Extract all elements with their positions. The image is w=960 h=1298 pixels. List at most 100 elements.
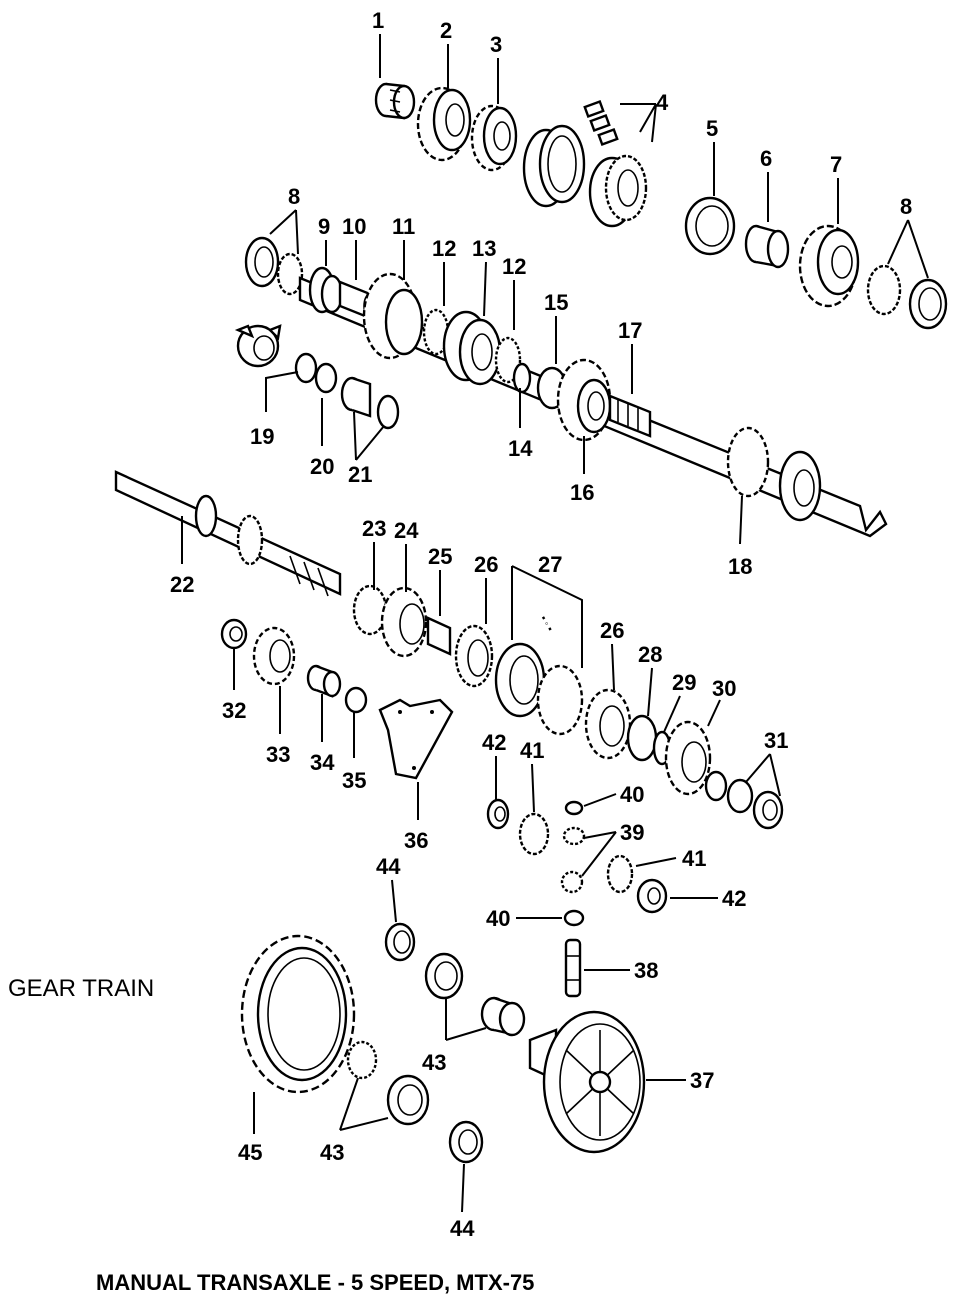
- callout-25: 25: [428, 544, 452, 569]
- part-14-bushing[interactable]: [512, 362, 532, 394]
- callout-19: 19: [250, 424, 274, 449]
- callout-14: 14: [508, 436, 533, 461]
- input-shaft-group: ▪ ◦ ▪: [114, 470, 784, 830]
- part-41-side-gear-a[interactable]: [518, 812, 550, 856]
- callout-12-b: 12: [502, 254, 526, 279]
- callout-1: 1: [372, 8, 384, 33]
- callout-38: 38: [634, 958, 658, 983]
- part-43-bearing-cup-a[interactable]: [424, 952, 464, 1000]
- callout-40-a: 40: [620, 782, 644, 807]
- part-33-gear[interactable]: [252, 626, 296, 686]
- callout-9: 9: [318, 214, 330, 239]
- part-45-ring-gear[interactable]: [240, 934, 356, 1094]
- callout-11: 11: [392, 214, 415, 239]
- part-35-clip[interactable]: [344, 686, 368, 714]
- part-39-pinion-gears[interactable]: [560, 826, 586, 894]
- callout-43-a: 43: [422, 1050, 446, 1075]
- callout-35: 35: [342, 768, 366, 793]
- part-42-washer-b[interactable]: [636, 878, 668, 914]
- part-9-bearing[interactable]: [308, 266, 344, 314]
- callout-39: 39: [620, 820, 644, 845]
- part-4-synchro-inserts[interactable]: [583, 100, 648, 228]
- part-43-bearing-cup-d[interactable]: [386, 1074, 430, 1126]
- part-34-bushing[interactable]: [306, 664, 342, 698]
- part-8-bearing-left[interactable]: [244, 236, 304, 296]
- callout-32: 32: [222, 698, 246, 723]
- callout-31: 31: [764, 728, 788, 753]
- part-20-washer[interactable]: [294, 352, 338, 394]
- synchro-sleeve[interactable]: [522, 124, 586, 208]
- section-title: GEAR TRAIN: [8, 975, 154, 1002]
- upper-parts-group: [374, 82, 948, 330]
- callout-40-b: 40: [486, 906, 510, 931]
- part-30-gear[interactable]: [664, 720, 712, 796]
- callout-6: 6: [760, 146, 772, 171]
- mainshaft-group: [244, 236, 888, 538]
- part-6-bushing[interactable]: [744, 224, 790, 269]
- callout-34: 34: [310, 750, 335, 775]
- part-37-differential-case[interactable]: [528, 1010, 646, 1154]
- callout-21: 21: [348, 462, 372, 487]
- part-16-gear[interactable]: [556, 358, 612, 442]
- callout-4: 4: [656, 90, 669, 115]
- differential-group: [240, 798, 668, 1164]
- part-7-gear[interactable]: [798, 224, 860, 308]
- callout-2: 2: [440, 18, 452, 43]
- part-17-spline[interactable]: [608, 394, 652, 438]
- part-2-gear[interactable]: [416, 86, 472, 162]
- part-24-gear[interactable]: [380, 586, 428, 658]
- part-38-pinion-shaft[interactable]: [564, 938, 582, 998]
- part-42-washer-a[interactable]: [486, 798, 510, 830]
- part-44-seal-a[interactable]: [384, 922, 416, 962]
- part-27-synchro-assembly[interactable]: ▪ ◦ ▪: [494, 565, 584, 736]
- part-25-collar[interactable]: [426, 616, 452, 656]
- callout-5: 5: [706, 116, 718, 141]
- callout-36: 36: [404, 828, 428, 853]
- callout-29: 29: [672, 670, 696, 695]
- callout-30: 30: [712, 676, 736, 701]
- callout-44-a: 44: [376, 854, 401, 879]
- callout-26-a: 26: [474, 552, 498, 577]
- part-36-plate[interactable]: [378, 698, 454, 780]
- callout-16: 16: [570, 480, 594, 505]
- part-1-needle-bearing[interactable]: [374, 82, 416, 120]
- callout-43-b: 43: [320, 1140, 344, 1165]
- callout-8-left: 8: [288, 184, 300, 209]
- part-19-retainer[interactable]: [234, 324, 282, 368]
- part-44-seal-b[interactable]: [448, 1120, 484, 1164]
- callout-18: 18: [728, 554, 752, 579]
- diagram-caption: MANUAL TRANSAXLE - 5 SPEED, MTX-75: [96, 1270, 534, 1295]
- part-26-ring-a[interactable]: [454, 624, 494, 688]
- callout-42-a: 42: [482, 730, 506, 755]
- part-43-bearing-cone-c[interactable]: [346, 1040, 378, 1080]
- callout-3: 3: [490, 32, 502, 57]
- part-21-bearing[interactable]: [340, 376, 400, 430]
- part-43-bearing-cone-b[interactable]: [480, 996, 526, 1037]
- small-parts-32-36: [220, 618, 454, 780]
- callout-27: 27: [538, 552, 562, 577]
- leader-lines: [181, 34, 929, 1213]
- part-8-bearing-right[interactable]: [866, 264, 948, 330]
- callout-7: 7: [830, 152, 842, 177]
- part-31-bearing[interactable]: [704, 770, 784, 830]
- callout-labels: 1 2 3 4 5 6 7 8 8 9 10 11 12 13 12 15 17…: [170, 8, 912, 1241]
- part-40-washer-b[interactable]: [563, 909, 585, 927]
- part-41-side-gear-b[interactable]: [606, 854, 634, 894]
- part-5-ring[interactable]: [684, 196, 736, 256]
- callout-10: 10: [342, 214, 366, 239]
- part-28-ring[interactable]: [626, 714, 658, 762]
- callout-44-b: 44: [450, 1216, 475, 1241]
- part-13-sleeve[interactable]: [442, 310, 502, 386]
- callout-15: 15: [544, 290, 568, 315]
- callout-22: 22: [170, 572, 194, 597]
- part-11-gear[interactable]: [362, 272, 424, 360]
- part-18-bearing[interactable]: [726, 426, 822, 522]
- part-3-synchro-hub[interactable]: [470, 104, 518, 172]
- part-40-washer-a[interactable]: [564, 800, 584, 816]
- part-32-seal[interactable]: [220, 618, 248, 650]
- callout-42-b: 42: [722, 886, 746, 911]
- callout-45: 45: [238, 1140, 262, 1165]
- part-26-ring-b[interactable]: [584, 688, 632, 760]
- part-22-input-shaft[interactable]: [114, 470, 342, 597]
- callout-37: 37: [690, 1068, 714, 1093]
